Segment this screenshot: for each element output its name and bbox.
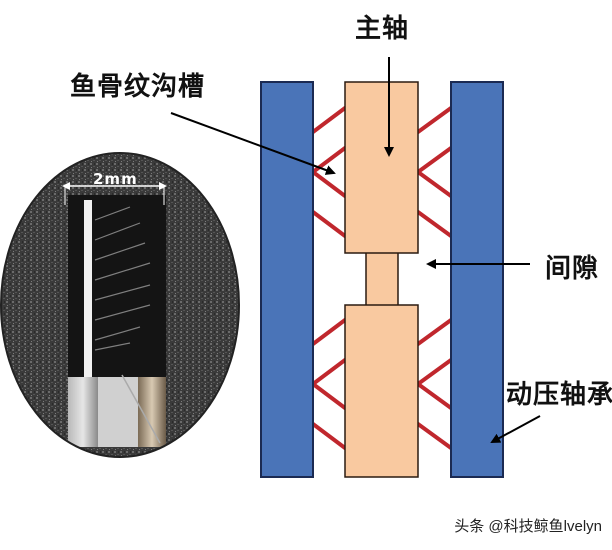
label-herringbone-groove: 鱼骨纹沟槽 (70, 72, 206, 102)
watermark: 头条 @科技鲸鱼lvelyn (454, 518, 602, 535)
bearing-arrow (490, 415, 541, 443)
groove-arrow (170, 112, 336, 175)
scale-label: 2mm (93, 170, 138, 188)
label-hydrodynamic-bearing: 动压轴承 (506, 380, 612, 410)
label-gap: 间隙 (545, 254, 600, 284)
label-spindle: 主轴 (355, 14, 410, 44)
upper-shaft (344, 81, 419, 254)
micrograph-photo (0, 152, 240, 458)
left-bearing (260, 81, 314, 478)
neck (365, 251, 399, 307)
right-bearing (450, 81, 504, 478)
herringbone-grooves (309, 106, 453, 450)
lower-shaft (344, 304, 419, 478)
